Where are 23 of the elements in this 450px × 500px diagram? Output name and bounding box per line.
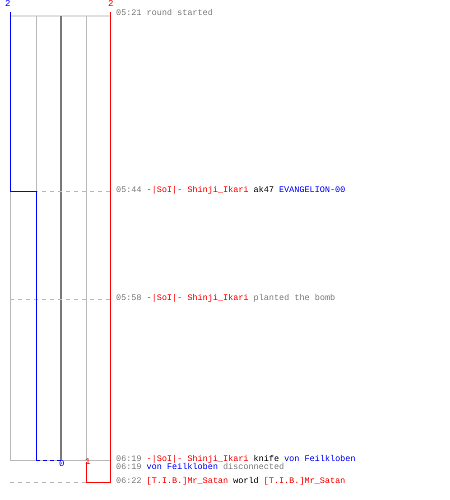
player-name: [T.I.B.]Mr_Satan	[264, 477, 346, 486]
timestamp: 06:22	[116, 477, 142, 486]
player-name: -|SoI|- Shinji_Ikari	[146, 186, 249, 195]
count-label: 2	[108, 0, 114, 9]
timestamp: 05:44	[116, 186, 142, 195]
weapon-name: knife	[254, 455, 280, 464]
player-name: EVANGELION-00	[278, 186, 346, 195]
weapon-name: ak47	[254, 186, 274, 195]
player-name: -|SoI|- Shinji_Ikari	[146, 294, 249, 303]
player-name: -|SoI|- Shinji_Ikari	[146, 455, 249, 464]
timestamp: 05:21	[116, 9, 142, 18]
event-text: disconnected	[222, 463, 284, 472]
timestamp: 05:58	[116, 294, 142, 303]
weapon-name: world	[233, 477, 259, 486]
event-text: round started	[146, 9, 213, 18]
timestamp: 06:19	[116, 463, 142, 472]
timestamp: 06:19	[116, 455, 142, 464]
player-name: [T.I.B.]Mr_Satan	[146, 477, 228, 486]
count-label: 0	[59, 460, 64, 469]
player-name: von Feilkloben	[146, 463, 218, 472]
player-name: von Feilkloben	[284, 455, 356, 464]
count-label: 2	[5, 0, 10, 9]
event-text: planted the bomb	[254, 294, 336, 303]
